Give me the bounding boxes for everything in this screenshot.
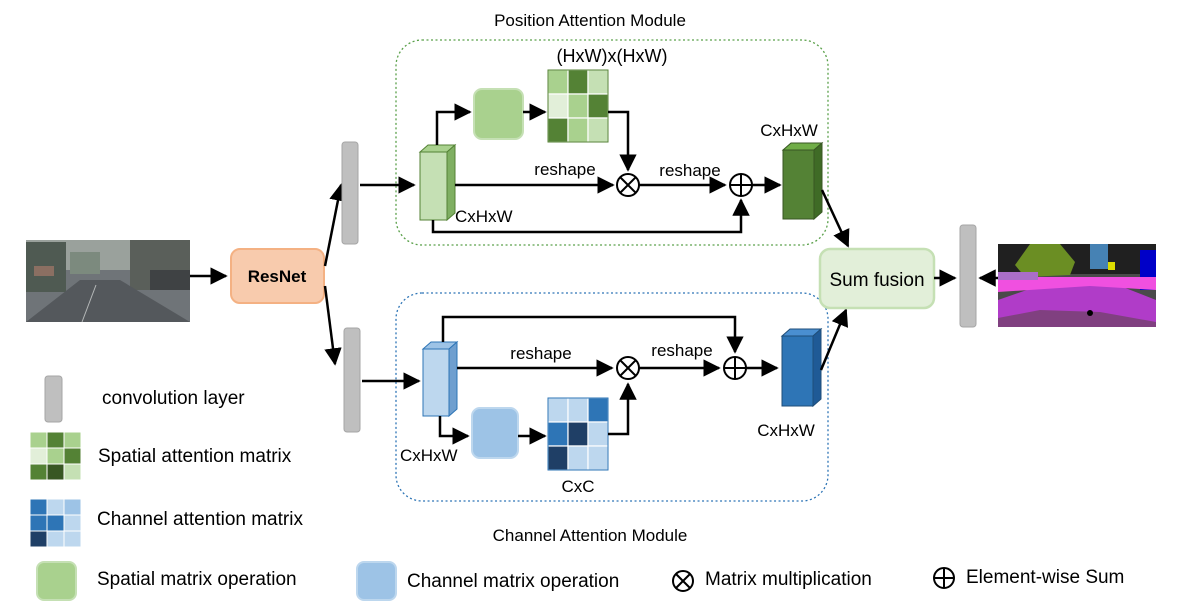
legend-channel-op-swatch bbox=[356, 561, 397, 601]
legend-spatial-matrix-swatch bbox=[29, 431, 82, 481]
legend-channel-matrix-swatch bbox=[29, 498, 82, 548]
chan-conv-layer bbox=[343, 327, 361, 433]
chan-reshape-label-1: reshape bbox=[510, 344, 571, 363]
chan-feature-cuboid bbox=[421, 340, 459, 418]
arrow-chan-output-to-fusion bbox=[819, 308, 849, 371]
pos-reshape-label-2: reshape bbox=[659, 161, 720, 180]
legend-multiply-icon bbox=[672, 570, 694, 592]
legend-conv-swatch bbox=[44, 375, 63, 423]
legend-conv-label: convolution layer bbox=[102, 388, 245, 409]
channel-matrix-dim: CxC bbox=[561, 477, 594, 496]
legend-channel-op-label: Channel matrix operation bbox=[407, 571, 619, 592]
channel-operation-box bbox=[471, 407, 519, 459]
resnet-label: ResNet bbox=[248, 267, 307, 286]
arrow-chan-skip-to-sum bbox=[441, 315, 744, 354]
chan-output-cuboid bbox=[780, 327, 823, 408]
legend-spatial-op-label: Spatial matrix operation bbox=[97, 569, 297, 590]
position-module-frame bbox=[395, 39, 829, 246]
pos-feature-dim: CxHxW bbox=[455, 207, 513, 226]
pos-feature-cuboid bbox=[418, 143, 457, 222]
sum-fusion-label: Sum fusion bbox=[829, 270, 924, 291]
spatial-matrix-dim: (HxW)x(HxW) bbox=[557, 46, 668, 66]
output-segmentation-image bbox=[998, 244, 1156, 327]
channel-module-frame bbox=[395, 292, 829, 502]
chan-matrix-multiply-icon bbox=[616, 356, 640, 380]
arrow-chan-feature-to-op bbox=[438, 416, 470, 445]
legend-sum-label: Element-wise Sum bbox=[966, 567, 1124, 588]
arrow-resnet-to-chan-conv bbox=[323, 285, 342, 366]
pos-output-dim: CxHxW bbox=[760, 121, 818, 140]
arrow-pos-output-to-fusion bbox=[820, 189, 850, 248]
arrow-resnet-to-pos-conv bbox=[323, 183, 347, 267]
pos-element-sum-icon bbox=[729, 173, 753, 197]
chan-element-sum-icon bbox=[723, 356, 747, 380]
arrow-pos-feature-to-op bbox=[435, 103, 472, 145]
pos-matrix-multiply-icon bbox=[616, 173, 640, 197]
legend-sum-icon bbox=[933, 567, 955, 589]
channel-attention-matrix bbox=[547, 397, 609, 471]
spatial-attention-matrix bbox=[547, 69, 609, 143]
channel-module-title: Channel Attention Module bbox=[493, 526, 688, 545]
resnet-box bbox=[230, 248, 325, 304]
legend-channel-matrix-label: Channel attention matrix bbox=[97, 509, 303, 530]
arrow-spatial-matrix-to-mul bbox=[608, 110, 637, 172]
chan-reshape-label-2: reshape bbox=[651, 341, 712, 360]
arrow-pos-skip-to-sum bbox=[431, 198, 750, 234]
position-module-title: Position Attention Module bbox=[494, 11, 686, 30]
pos-conv-layer bbox=[341, 141, 359, 245]
output-conv-layer bbox=[959, 224, 977, 328]
chan-output-dim: CxHxW bbox=[757, 421, 815, 440]
input-street-image bbox=[26, 240, 190, 323]
legend-spatial-op-swatch bbox=[36, 561, 77, 601]
arrow-channel-matrix-to-mul bbox=[608, 382, 637, 436]
pos-reshape-label-1: reshape bbox=[534, 160, 595, 179]
chan-feature-dim: CxHxW bbox=[400, 446, 458, 465]
legend-multiply-label: Matrix multiplication bbox=[705, 569, 872, 590]
pos-output-cuboid bbox=[781, 141, 824, 221]
spatial-operation-box bbox=[473, 88, 524, 140]
legend-spatial-matrix-label: Spatial attention matrix bbox=[98, 446, 292, 467]
